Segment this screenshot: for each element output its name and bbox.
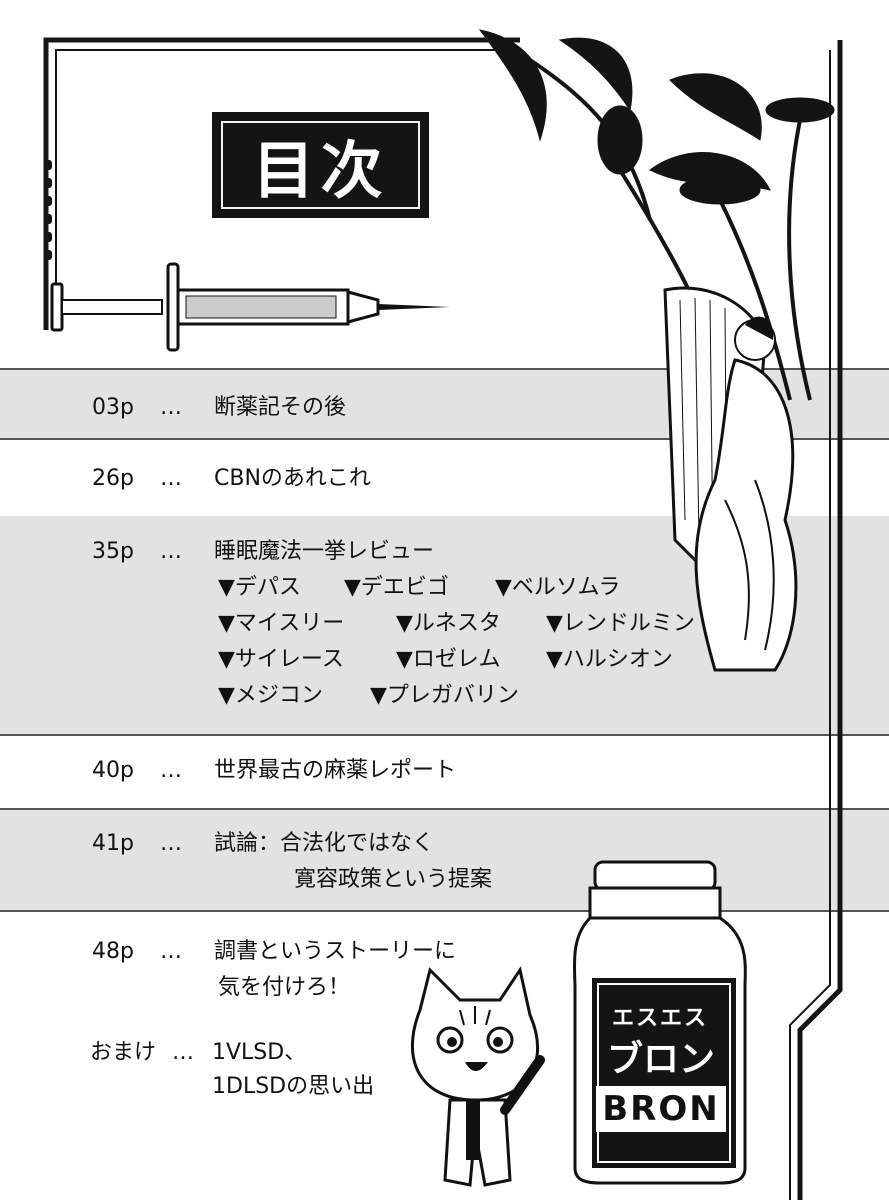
bottle-label-top: エスエス bbox=[611, 1006, 708, 1031]
toc-sep-6: … bbox=[160, 939, 182, 964]
sub-item[interactable]: ▼ハルシオン bbox=[546, 647, 673, 672]
toc-page-1: 03p bbox=[92, 395, 134, 420]
toc-sep-7: … bbox=[172, 1040, 194, 1065]
toc-sep-5: … bbox=[160, 831, 182, 856]
toc-page-7: おまけ bbox=[90, 1040, 157, 1065]
sub-item[interactable]: ▼レンドルミン bbox=[546, 611, 695, 636]
toc-title-5-line2[interactable]: 寛容政策という提案 bbox=[294, 867, 493, 892]
sub-item[interactable]: ▼メジコン bbox=[218, 683, 323, 708]
sub-item[interactable]: ▼サイレース bbox=[218, 647, 344, 672]
sub-item[interactable]: ▼デエビゴ bbox=[344, 575, 449, 600]
toc-title-3[interactable]: 睡眠魔法一挙レビュー bbox=[214, 539, 435, 564]
band-5 bbox=[0, 808, 889, 912]
toc-page-4: 40p bbox=[92, 758, 134, 783]
title-inner: 目次 bbox=[221, 121, 420, 209]
toc-page-5: 41p bbox=[92, 831, 134, 856]
sub-item[interactable]: ▼ベルソムラ bbox=[495, 575, 621, 600]
toc-page-6: 48p bbox=[92, 939, 134, 964]
toc-sep-4: … bbox=[160, 758, 182, 783]
toc-sep-3: … bbox=[160, 539, 182, 564]
toc-title-4[interactable]: 世界最古の麻薬レポート bbox=[214, 758, 457, 783]
toc-title-7-line2[interactable]: 1DLSDの思い出 bbox=[212, 1074, 375, 1099]
sub-item[interactable]: ▼ルネスタ bbox=[396, 611, 501, 636]
toc-sep-2: … bbox=[160, 466, 182, 491]
title-box: 目次 bbox=[212, 112, 429, 218]
bottle-label-en: BRON bbox=[596, 1086, 726, 1132]
sub-item[interactable]: ▼プレガバリン bbox=[370, 683, 519, 708]
toc-title-6-line2[interactable]: 気を付けろ！ bbox=[218, 975, 351, 1000]
sub-item[interactable]: ▼デパス bbox=[218, 575, 301, 600]
harp-woman-illustration bbox=[663, 286, 798, 672]
toc-title-2[interactable]: CBNのあれこれ bbox=[214, 466, 371, 491]
page-title: 目次 bbox=[252, 134, 389, 207]
toc-title-7[interactable]: 1VLSD、 bbox=[212, 1040, 307, 1065]
cat-mascot-illustration bbox=[410, 966, 545, 1187]
toc-page-3: 35p bbox=[92, 539, 134, 564]
sub-item[interactable]: ▼マイスリー bbox=[218, 611, 345, 636]
toc-sep-1: … bbox=[160, 395, 182, 420]
syringe-icon bbox=[50, 262, 450, 352]
toc-title-1[interactable]: 断薬記その後 bbox=[214, 395, 347, 420]
toc-title-5[interactable]: 試論：合法化ではなく bbox=[214, 831, 435, 856]
sub-item[interactable]: ▼ロゼレム bbox=[396, 647, 501, 672]
toc-page-2: 26p bbox=[92, 466, 134, 491]
toc-title-6[interactable]: 調書というストーリーに bbox=[214, 939, 457, 964]
